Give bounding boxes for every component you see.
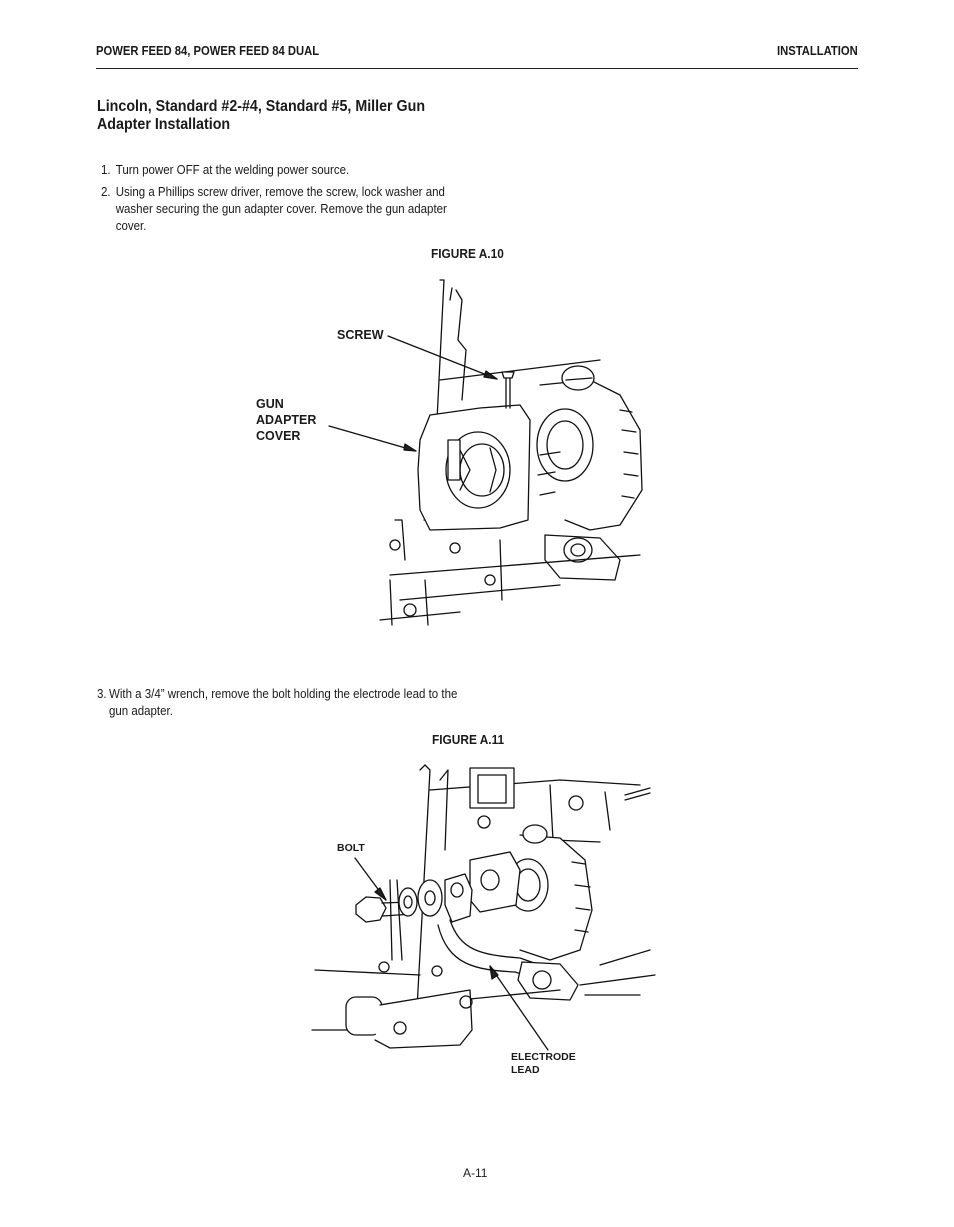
screw — [501, 371, 515, 379]
step-1: 1. Turn power OFF at the welding power s… — [101, 162, 469, 179]
callout-cover-line-3: COVER — [256, 429, 301, 443]
step-2-number: 2. — [101, 185, 111, 199]
callout-screw: SCREW — [337, 328, 384, 342]
section-title: Lincoln, Standard #2-#4, Standard #5, Mi… — [97, 98, 426, 133]
callout-cover-line-2: ADAPTER — [256, 413, 317, 427]
bolt-head — [355, 896, 387, 923]
lead-arrowhead — [489, 965, 499, 980]
callout-lead-line-1: ELECTRODE — [511, 1051, 576, 1063]
header-section-name: INSTALLATION — [777, 44, 858, 58]
cover-arrowhead — [403, 443, 417, 452]
figure-a11-illustration — [311, 764, 656, 1051]
callout-cover-line-1: GUN — [256, 397, 284, 411]
flat-washer — [417, 879, 443, 917]
step-2: 2. Using a Phillips screw driver, remove… — [101, 184, 463, 235]
step-3-number: 3. — [97, 687, 107, 701]
callout-lead-line-2: LEAD — [511, 1064, 540, 1076]
rocker-switch — [469, 767, 515, 809]
callout-bolt: BOLT — [337, 842, 365, 854]
figure-a11-label: FIGURE A.11 — [432, 733, 505, 747]
step-1-number: 1. — [101, 163, 111, 177]
callout-electrode-lead: ELECTRODE LEAD — [511, 1051, 576, 1077]
cover-leader-line — [328, 425, 417, 452]
step-3: 3. With a 3/4” wrench, remove the bolt h… — [97, 686, 463, 720]
electrode-lug — [444, 873, 473, 923]
electrode-cable — [449, 919, 541, 966]
figure-a10-label: FIGURE A.10 — [431, 247, 504, 261]
step-1-text: Turn power OFF at the welding power sour… — [115, 163, 350, 177]
page-number: A-11 — [463, 1166, 488, 1180]
step-3-text: With a 3/4” wrench, remove the bolt hold… — [108, 687, 458, 718]
lock-washer — [398, 887, 418, 917]
step-2-text: Using a Phillips screw driver, remove th… — [115, 185, 447, 233]
bolt-arrowhead — [374, 887, 387, 901]
page-header: POWER FEED 84, POWER FEED 84 DUAL INSTAL… — [96, 42, 858, 69]
lead-leader-line — [489, 965, 549, 1051]
header-product-title: POWER FEED 84, POWER FEED 84 DUAL — [96, 44, 320, 58]
screw-leader-line — [387, 335, 498, 380]
callout-gun-adapter-cover: GUN ADAPTER COVER — [256, 396, 316, 444]
figure-a10-illustration — [328, 279, 643, 626]
screw-arrowhead — [483, 370, 498, 380]
